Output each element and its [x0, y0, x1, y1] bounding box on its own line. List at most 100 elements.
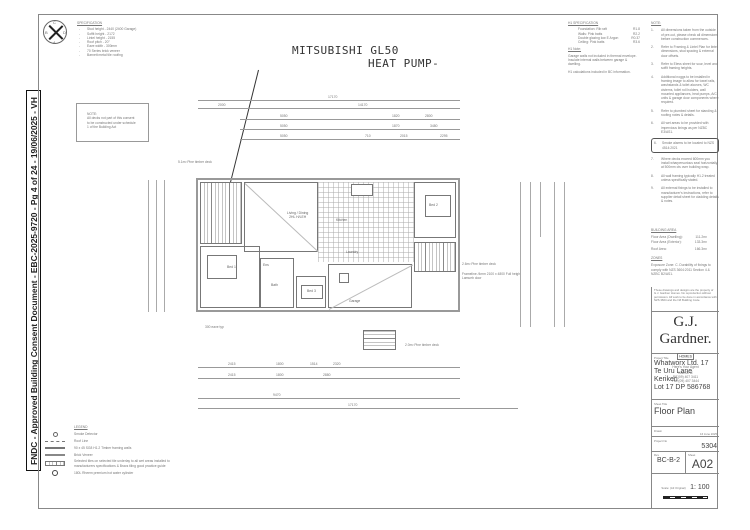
dim-line-right-3 — [540, 182, 541, 237]
spec-item: Stud height - 2440 (2400 Garage) — [77, 27, 157, 32]
note-item: 3.Refer to Elevs sheet for sour, level a… — [651, 62, 718, 71]
deck-note-box: NOTE: All decks not part of this consent… — [76, 103, 149, 142]
legend-item: Smoke Detector — [44, 431, 194, 437]
note-item: 9.All external fixings to be installed t… — [651, 186, 719, 204]
compass-icon — [43, 20, 67, 44]
eave-label: 300 eave typ — [205, 325, 224, 329]
spec-item: 70 Series brick veneer — [77, 49, 157, 54]
building-areas-block: BUILDING AREA Floor Area (Dwelling):111.… — [651, 228, 719, 276]
note-item: 2.Refer to Framing & Lintel Plan for lin… — [651, 45, 718, 58]
brick-veneer-icon — [44, 453, 66, 457]
project-title-line: Whatworx Ltd. 17 — [654, 359, 709, 367]
timber-wall-icon — [44, 446, 66, 450]
area-row: Floor Area (Exterior):133.3m² — [651, 239, 707, 244]
brand-tagline: Here's Your Agent — [672, 364, 699, 369]
room-bed-1: Bed 1 — [200, 246, 260, 308]
room-label-kitchen: Kitchen — [336, 218, 348, 222]
notes-block: NOTE: 1.All dimensions taken from the ou… — [651, 21, 719, 208]
project-title-line: Lot 17 DP 586768 — [654, 383, 711, 391]
wall-left — [196, 178, 198, 312]
hot-water-cylinder-icon — [44, 469, 66, 476]
bathtub — [351, 184, 373, 196]
deck-right-label: 2.6m² Pine timber deck — [462, 262, 496, 266]
project-title-block: Project Title Whatworx Ltd. 17 Te Uru La… — [652, 354, 719, 400]
handwritten-annotation: MITSUBISHI GL50 HEAT PUMP- — [292, 44, 439, 70]
scale-bar — [663, 495, 708, 499]
consent-stamp: FNDC - Approved Building Consent Documen… — [26, 90, 41, 471]
dim-line-right-5 — [564, 182, 565, 327]
wall-right — [458, 178, 460, 312]
scale-value: 1: 100 — [690, 483, 710, 491]
drawn-date: 16 June 2025 — [700, 431, 717, 436]
spec-item: Roof pitch - 20° — [77, 40, 157, 45]
compass-label-a: A — [53, 40, 56, 45]
dim-line-bottom-overall: 17170 — [198, 403, 518, 409]
disclaimer: These drawings and designs are the prope… — [652, 287, 719, 312]
office-phone: Ph (09) 407 3411 — [672, 375, 699, 380]
sheet-title-block: Sheet Title Floor Plan — [652, 400, 719, 427]
legend-block: LEGEND Smoke Detector Roof Line 90 x 45 … — [44, 425, 194, 477]
note-box-heading: NOTE: — [87, 112, 98, 116]
area-row: Floor Area (Dwelling):111.2m² — [651, 235, 707, 240]
deck-left — [200, 182, 242, 244]
office-fax: Fax (09) 407 3444 — [672, 379, 699, 384]
deck-left-label: 5.1m² Pine timber deck — [178, 160, 212, 164]
sheet-number: A02 — [691, 457, 714, 471]
legend-item: Brick Veneer — [44, 453, 194, 457]
legend-heading: LEGEND — [74, 425, 88, 429]
note-item: 1.All dimensions taken from the outside … — [651, 28, 718, 41]
sheet-title: Floor Plan — [654, 405, 696, 416]
specification-heading: SPECIFICATION — [77, 21, 103, 25]
room-garage: Garage — [328, 264, 414, 310]
compass-label-d: D — [63, 30, 66, 35]
annotation-line-2: HEAT PUMP- — [368, 57, 440, 70]
legend-item: Roof Line — [44, 439, 194, 443]
deck-bottom-label: 2.0m² Pine timber deck — [405, 343, 439, 347]
project-title-line: Kerikeri — [654, 375, 678, 383]
zones-text: Exposure Zone: C. Durability of fixings … — [651, 263, 711, 277]
dim-line-right-1 — [520, 182, 521, 327]
room-ens-bath: Ens Bath — [260, 258, 294, 308]
roof-line-icon — [44, 439, 66, 443]
room-bed-3: Bed 3 — [296, 276, 326, 308]
dim-line-right-2 — [530, 182, 531, 327]
zones-heading: ZONES — [651, 256, 663, 261]
drawn-label: Drawn — [654, 428, 663, 433]
spec-item: Soffit height - 2172 — [77, 32, 157, 37]
note-item: 5.Refer to plumbed sheet for standing & … — [651, 108, 717, 118]
building-area-heading: BUILDING AREA — [651, 228, 677, 232]
sheet-title-label: Sheet Title — [654, 401, 668, 406]
rev-sheet-block: Rev BC-B-2 Sheet A02 — [652, 452, 719, 474]
dim-line-left-2 — [156, 180, 157, 312]
smoke-detector-icon — [44, 431, 66, 437]
sheet-cell: Sheet A02 — [686, 452, 719, 473]
note-item: 4.Additional noggs to be installed in fr… — [651, 74, 719, 105]
deck-bottom — [363, 330, 396, 350]
note-item: 6.All wet areas to be provided with impe… — [651, 121, 709, 134]
notes-heading: NOTE: — [651, 21, 662, 25]
deck-right — [414, 242, 456, 272]
consent-stamp-text: FNDC - Approved Building Consent Documen… — [28, 96, 39, 465]
title-block: These drawings and designs are the prope… — [651, 287, 719, 509]
project-no: 5304 — [701, 442, 717, 450]
project-title-label: Project Title — [654, 355, 669, 360]
project-title-line: Te Uru Lane — [654, 367, 693, 375]
h1-note-text: Garage walls not included in thermal env… — [568, 53, 637, 67]
compass-label-b: B — [45, 30, 48, 35]
legend-item: 180L Rheem premium hot water cylinder — [44, 469, 194, 476]
h1-note-heading: H1 Note: — [568, 47, 582, 52]
note-item: 8.All wall framing typically H1.2 treate… — [651, 173, 715, 183]
revision: BC-B-2 — [657, 457, 680, 464]
brand-logo: G.J. Gardner. HOMES — [659, 313, 712, 360]
note-item-highlighted: 6.Smoke alarms to be located to NZS 4514… — [651, 138, 719, 153]
annotation-line-1: MITSUBISHI GL50 — [292, 44, 399, 57]
